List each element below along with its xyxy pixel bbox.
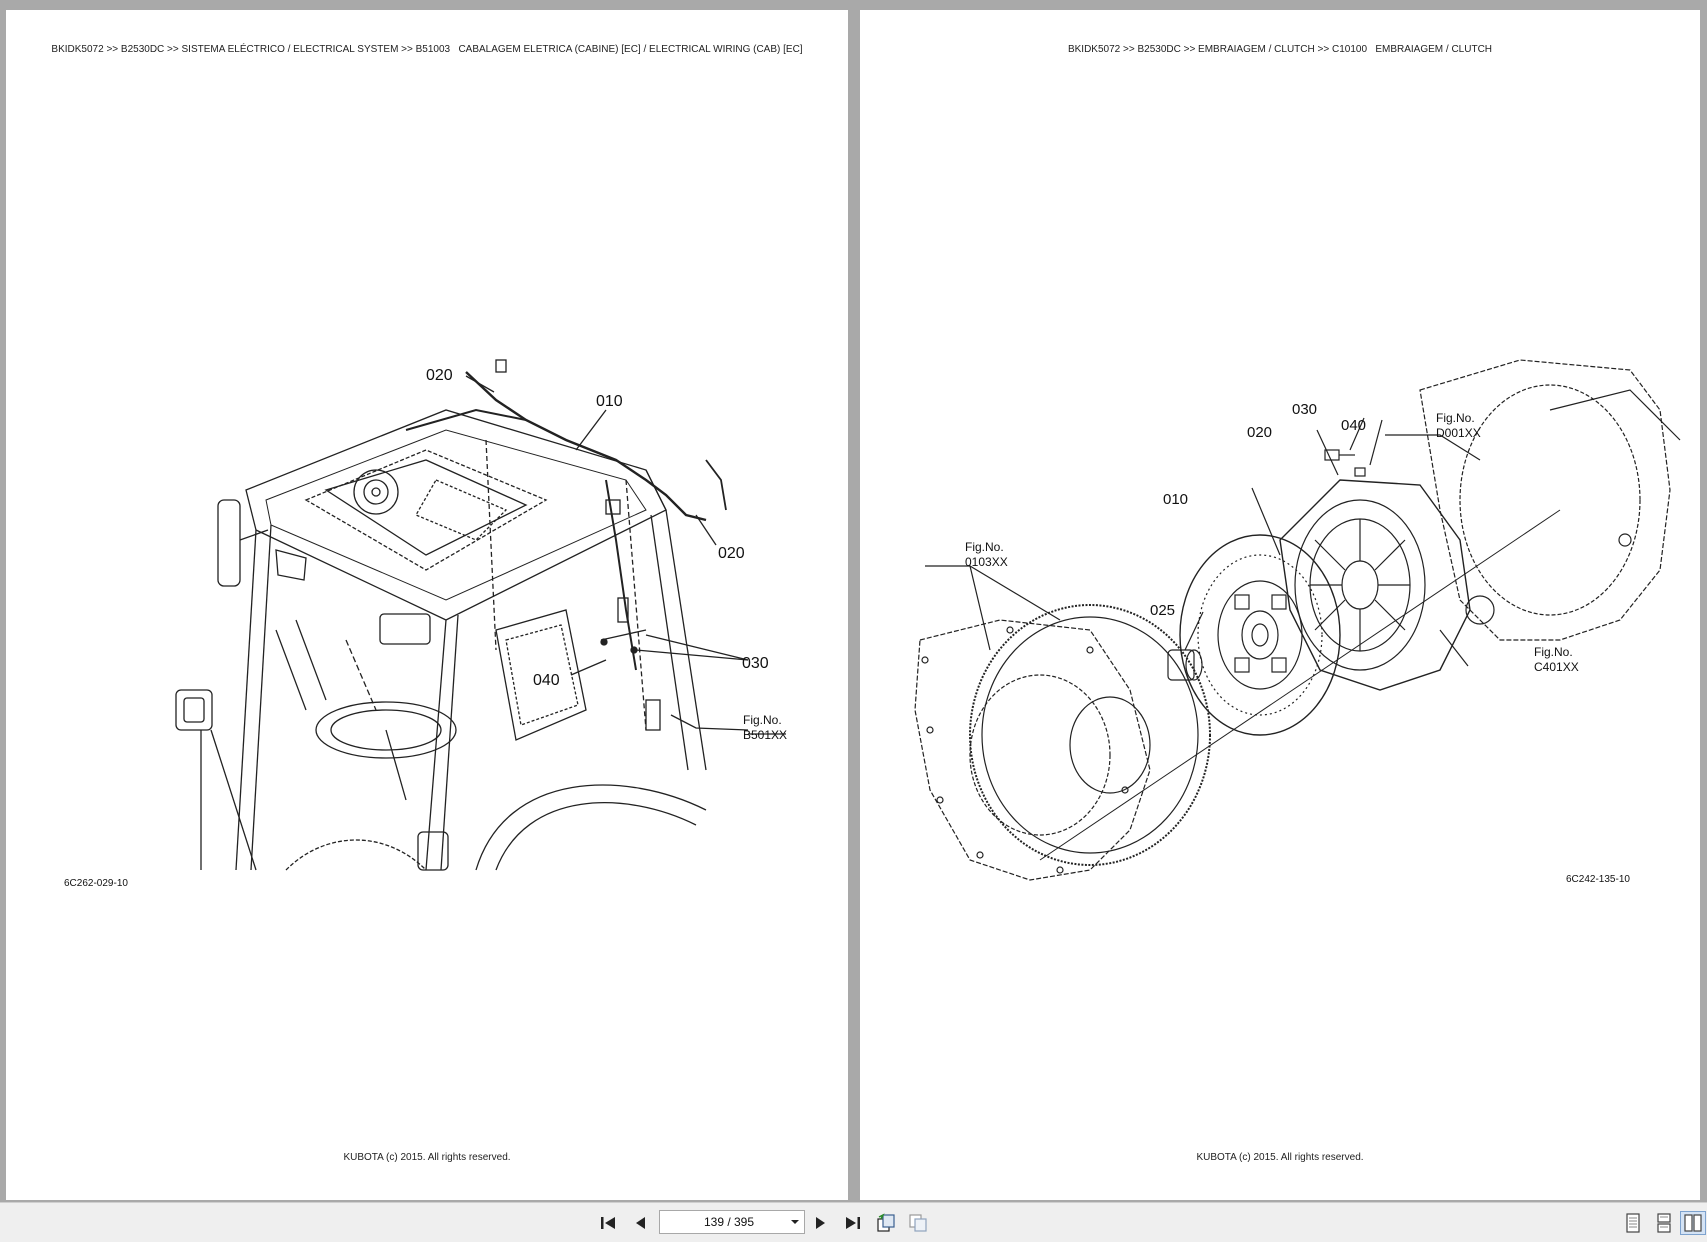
- fig-number-0103: 0103XX: [965, 555, 1008, 569]
- page-breadcrumb: BKIDK5072 >> B2530DC >> EMBRAIAGEM / CLU…: [1067, 44, 1493, 55]
- callout-040: 040: [533, 672, 560, 689]
- callout-020: 020: [1247, 424, 1272, 441]
- last-page-icon[interactable]: [840, 1211, 866, 1235]
- callout-010: 010: [596, 393, 623, 410]
- previous-page-icon[interactable]: [627, 1211, 653, 1235]
- next-page-icon[interactable]: [808, 1211, 834, 1235]
- continuous-view-icon[interactable]: [1651, 1211, 1677, 1235]
- single-page-view-icon[interactable]: [1620, 1211, 1646, 1235]
- page-breadcrumb: BKIDK5072 >> B2530DC >> SISTEMA ELÉCTRIC…: [51, 44, 803, 55]
- callout-030: 030: [1292, 401, 1317, 418]
- fig-number: B501XX: [743, 728, 787, 742]
- fig-label: Fig.No.: [743, 713, 782, 727]
- document-page-left: BKIDK5072 >> B2530DC >> SISTEMA ELÉCTRIC…: [6, 10, 848, 1200]
- rotate-clockwise-icon[interactable]: [873, 1211, 899, 1235]
- drawing-code: 6C242-135-10: [1566, 874, 1630, 885]
- callout-010: 010: [1163, 491, 1188, 508]
- page-number-selector[interactable]: 139 / 395: [659, 1210, 805, 1234]
- viewer-toolbar: 139 / 395: [0, 1202, 1707, 1242]
- fig-label-d001: Fig.No.: [1436, 411, 1475, 425]
- fig-label-0103: Fig.No.: [965, 540, 1004, 554]
- page-footer: KUBOTA (c) 2015. All rights reserved.: [343, 1152, 511, 1163]
- drawing-code: 6C262-029-10: [64, 878, 128, 889]
- callout-030: 030: [742, 655, 769, 672]
- callout-025: 025: [1150, 602, 1175, 619]
- clutch-exploded-diagram: 020 030 040 010 025 Fig.No. D001XX Fig.N…: [914, 359, 1681, 885]
- first-page-icon[interactable]: [595, 1211, 621, 1235]
- callout-020-right: 020: [718, 545, 745, 562]
- page-footer: KUBOTA (c) 2015. All rights reserved.: [1196, 1152, 1364, 1163]
- cab-wiring-diagram: 020 010 020 030 040 Fig.No. B501XX 6C262…: [64, 359, 787, 889]
- two-page-view-icon[interactable]: [1680, 1211, 1706, 1235]
- fig-number-c401: C401XX: [1534, 660, 1579, 674]
- document-page-right: BKIDK5072 >> B2530DC >> EMBRAIAGEM / CLU…: [860, 10, 1700, 1200]
- callout-040: 040: [1341, 417, 1366, 434]
- page-indicator: 139 / 395: [703, 1215, 755, 1229]
- rotate-counterclockwise-icon[interactable]: [905, 1211, 931, 1235]
- fig-number-d001: D001XX: [1436, 426, 1481, 440]
- fig-label-c401: Fig.No.: [1534, 645, 1573, 659]
- chevron-down-icon[interactable]: [786, 1219, 804, 1225]
- callout-020-top: 020: [426, 367, 453, 384]
